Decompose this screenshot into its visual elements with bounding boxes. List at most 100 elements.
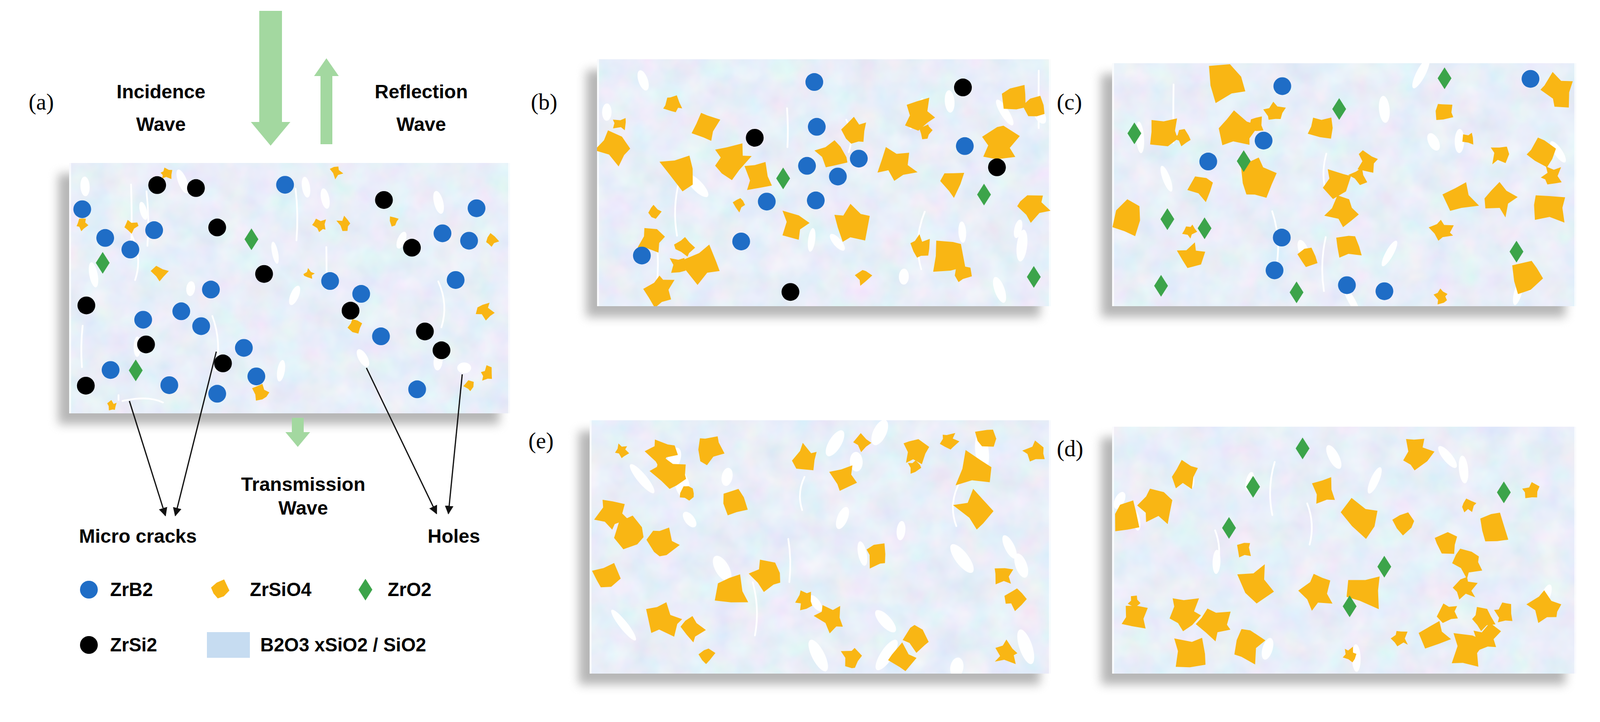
zrsio4-particle <box>1462 498 1477 513</box>
panel-label: (d) <box>1056 435 1084 463</box>
zrsio4-particle <box>1195 608 1231 641</box>
zrsio4-particle <box>940 172 965 199</box>
zrb2-particle <box>460 231 479 250</box>
legend-swatch <box>210 579 230 599</box>
hole <box>1377 95 1392 124</box>
feature-label: Micro cracks <box>79 524 197 549</box>
zrsio4-particle <box>1472 606 1496 632</box>
zrsio4-particle <box>251 383 270 401</box>
zrsio4-particle <box>994 567 1014 585</box>
zrsio4-particle <box>1115 500 1140 532</box>
hole <box>871 606 900 636</box>
zrb2-particle <box>849 149 868 168</box>
zrsio4-particle <box>642 275 675 307</box>
glass-matrix <box>1112 63 1577 307</box>
zrsio4-particle <box>854 270 873 286</box>
hole <box>1435 443 1460 471</box>
zrsio4-particle <box>1150 118 1178 147</box>
zrsio4-particle <box>866 543 886 569</box>
wave-arrows <box>250 10 339 447</box>
panel-label: (e) <box>528 427 554 455</box>
zrsio4-particle <box>1324 195 1360 228</box>
hole <box>635 68 651 92</box>
zrsio4-particle <box>723 488 748 516</box>
zrsi2-particle <box>187 179 205 198</box>
zrb2-particle <box>1375 282 1394 301</box>
zrsio4-particle <box>680 616 706 643</box>
zrb2-particle <box>172 302 191 320</box>
zro2-particle <box>95 251 110 274</box>
zrsi2-particle <box>214 354 233 373</box>
hole <box>1364 465 1385 496</box>
zrsio4-particle <box>1526 137 1556 167</box>
wave-label: Incidence Wave <box>96 75 226 141</box>
glass-matrix <box>1112 426 1577 674</box>
panel-edge <box>1048 420 1051 674</box>
zrsio4-particle <box>1493 602 1513 623</box>
zrsio4-particle <box>1490 146 1510 165</box>
zrb2-particle <box>633 246 651 265</box>
zrsio4-particle <box>646 527 680 557</box>
hole <box>1011 551 1032 580</box>
zrb2-particle <box>276 175 294 194</box>
wave-label: Reflection Wave <box>357 75 486 141</box>
zrsio4-particle <box>840 117 866 145</box>
microstructure-panel <box>1101 56 1577 318</box>
zrsio4-particle <box>834 203 871 242</box>
zrsio4-particle <box>347 319 363 334</box>
zrb2-particle <box>145 221 163 240</box>
zrsio4-particle <box>614 443 630 459</box>
zrb2-particle <box>352 284 370 303</box>
zrsio4-particle <box>954 265 972 282</box>
hole <box>806 227 817 253</box>
hole <box>354 347 372 369</box>
zrsio4-particle <box>1237 563 1274 604</box>
zrb2-particle <box>806 191 825 210</box>
zrsi2-particle <box>745 128 764 147</box>
zrsio4-particle <box>1176 242 1205 269</box>
hole <box>804 637 832 674</box>
panel-edge <box>69 162 72 414</box>
hole <box>948 656 965 674</box>
zro2-particle <box>1197 217 1212 240</box>
zro2-particle <box>1295 437 1310 460</box>
zrsio4-particle <box>982 125 1020 160</box>
zrsio4-particle <box>1171 459 1199 489</box>
zrsio4-particle <box>1540 166 1562 185</box>
zro2-particle <box>1342 595 1357 618</box>
zrsio4-particle <box>974 429 997 447</box>
zrb2-particle <box>829 167 847 186</box>
zrb2-particle <box>96 229 115 247</box>
zrsio4-particle <box>732 198 746 213</box>
legend-item <box>358 578 373 601</box>
zrsio4-particle <box>1433 288 1448 305</box>
zrsio4-particle <box>1533 195 1565 223</box>
hole <box>946 540 978 577</box>
zrsio4-particle <box>887 642 917 672</box>
zrsio4-particle <box>612 118 626 131</box>
zro2-particle <box>1154 275 1168 297</box>
zrsio4-particle <box>659 155 693 192</box>
zrb2-particle <box>121 240 140 259</box>
zrsio4-particle <box>1004 588 1027 611</box>
zro2-particle <box>1222 517 1237 539</box>
zrb2-particle <box>956 137 974 156</box>
zrsio4-particle <box>475 302 495 321</box>
glass-matrix <box>69 162 511 414</box>
micro-crack <box>1323 153 1327 188</box>
zrb2-particle <box>1521 70 1540 88</box>
zrsio4-particle <box>953 488 994 530</box>
particles <box>1112 437 1562 673</box>
zrb2-particle <box>1254 131 1273 150</box>
zrb2-particle <box>807 118 826 136</box>
zro2-particle <box>128 359 143 382</box>
zrsio4-particle <box>107 400 117 411</box>
zrsio4-particle <box>1452 576 1478 600</box>
zrsio4-particle <box>1473 622 1502 651</box>
zrsio4-particle <box>782 210 810 240</box>
legend-swatch <box>80 580 98 599</box>
zro2-particle <box>1237 150 1251 172</box>
zrsio4-particle <box>1174 638 1206 668</box>
micro-crack <box>752 582 758 636</box>
hole <box>608 607 640 643</box>
